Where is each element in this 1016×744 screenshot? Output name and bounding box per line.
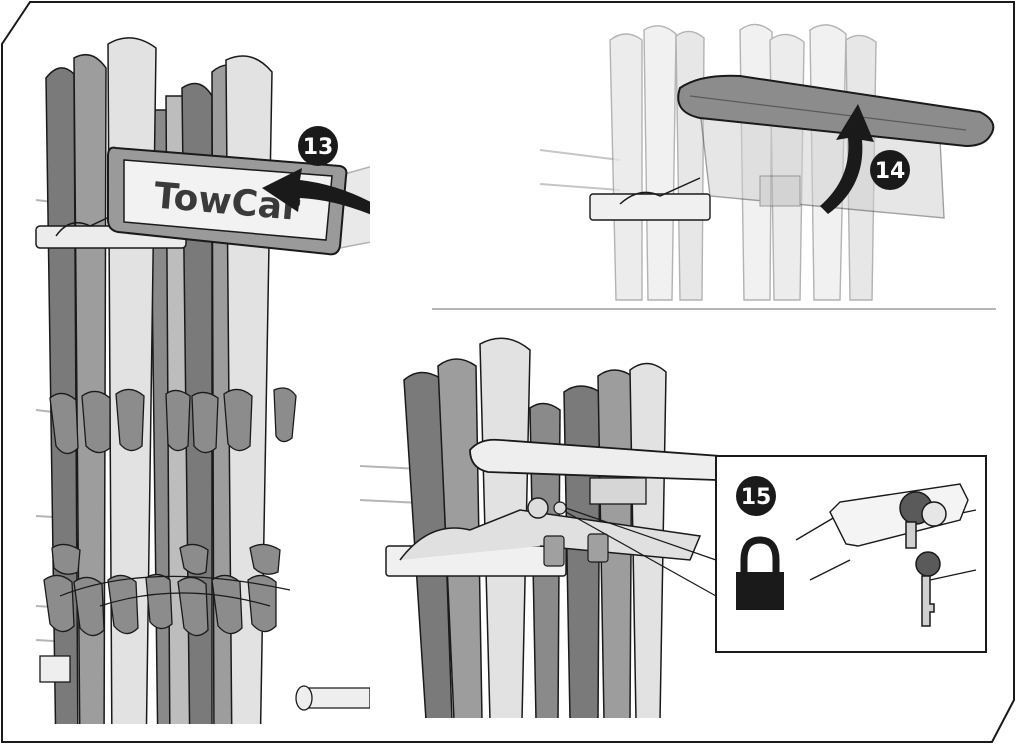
svg-text:13: 13 [303, 135, 334, 160]
lower-tube [296, 686, 370, 710]
step-badge-14: 14 [870, 150, 910, 190]
panel-step-14: 14 [540, 24, 993, 300]
lock-detail-inset: 15 [716, 456, 986, 652]
svg-text:14: 14 [875, 159, 906, 184]
step-badge-13: 13 [298, 126, 338, 166]
ghost-cover-plate [330, 128, 521, 250]
panel-step-15 [360, 338, 720, 720]
step-badge-15: 15 [736, 476, 776, 516]
svg-text:15: 15 [741, 485, 772, 510]
